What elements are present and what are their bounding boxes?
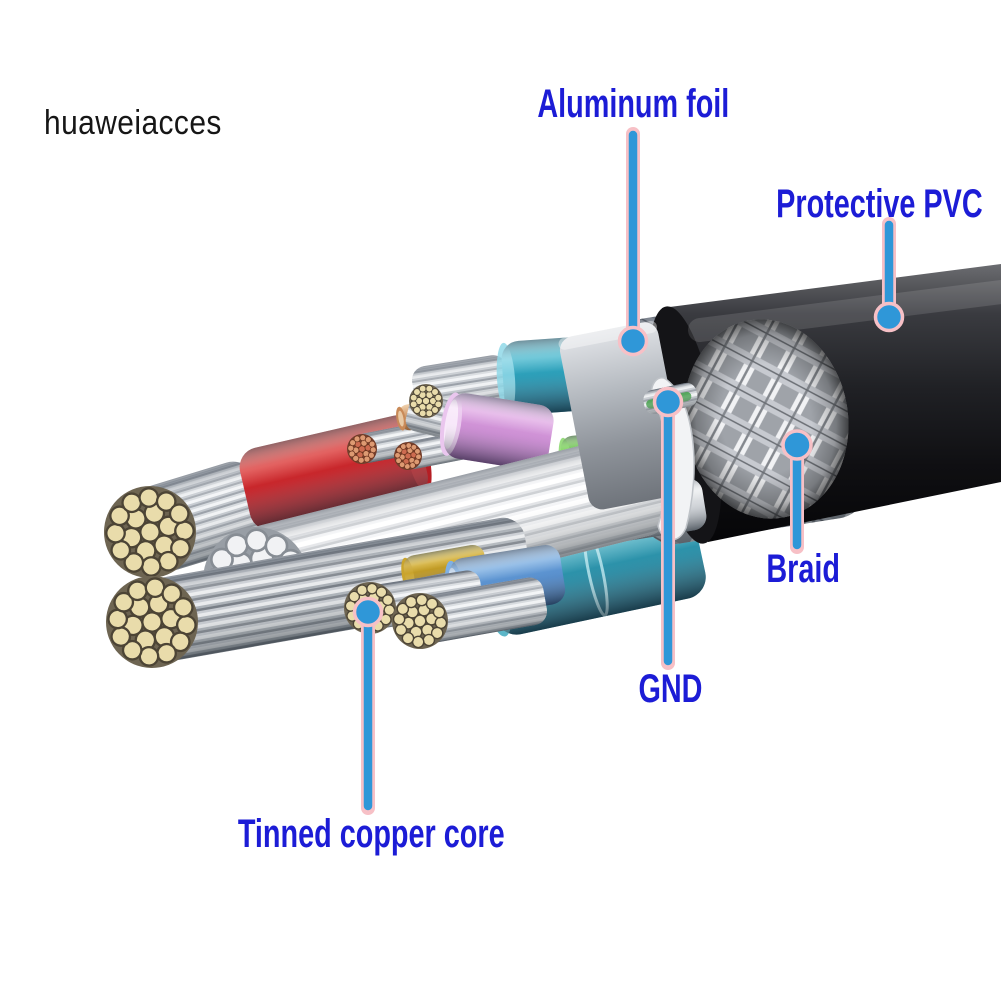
pink-wire-face [408, 383, 444, 419]
braid-opening [683, 319, 849, 519]
callout-protective-pvc [873, 217, 905, 333]
callout-aluminum-foil [617, 127, 649, 357]
tinned-copper-bundle-b [386, 577, 548, 655]
watermark-text: huaweiacces [44, 104, 222, 142]
pink-wire-jacket [439, 392, 554, 471]
callout-gnd [652, 386, 684, 670]
callout-tinned-copper-core [352, 596, 384, 815]
callout-braid [781, 429, 813, 554]
